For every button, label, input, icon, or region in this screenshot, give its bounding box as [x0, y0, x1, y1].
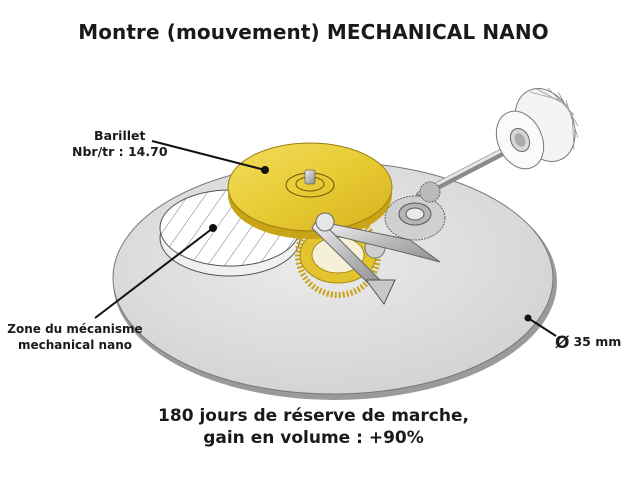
barrel-label: Barillet Nbr/tr : 14.70: [72, 128, 168, 160]
leader-dots: [209, 166, 532, 322]
diagram-title: Montre (mouvement) MECHANICAL NANO: [78, 20, 549, 44]
diameter-value: 35 mm: [573, 334, 622, 349]
barrel: [227, 142, 393, 239]
footer-line1: 180 jours de réserve de marche,: [158, 406, 469, 426]
hands: [311, 212, 441, 305]
zone-line1: Zone du mécanisme: [7, 322, 143, 336]
zone-line2: mechanical nano: [18, 338, 132, 352]
diameter-icon: Ø: [555, 333, 570, 353]
footer-caption: 180 jours de réserve de marche, gain en …: [0, 405, 627, 449]
barrel-name: Barillet: [94, 128, 146, 143]
zone-label: Zone du mécanisme mechanical nano: [2, 321, 148, 353]
footer-line2: gain en volume : +90%: [203, 428, 424, 448]
crown: [495, 87, 579, 170]
barrel-spec: Nbr/tr : 14.70: [72, 144, 168, 159]
steel-wheels: [384, 181, 446, 241]
leader-lines: [94, 140, 557, 337]
